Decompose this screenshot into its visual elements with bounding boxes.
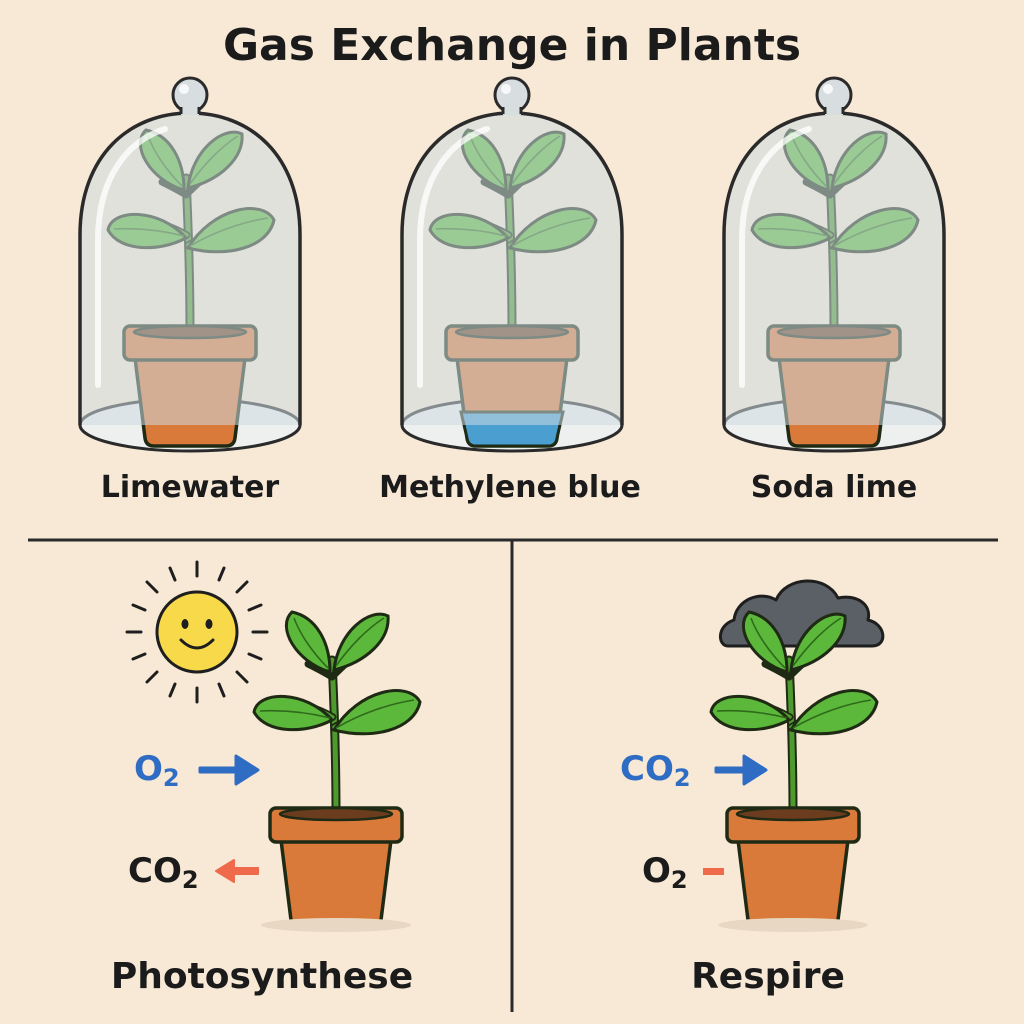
photosynthesis-gas-in-arrow — [198, 754, 260, 786]
respiration-gas-in-label: CO2 — [620, 749, 691, 792]
sun-icon — [125, 560, 269, 704]
bell-jar-icon — [402, 78, 622, 425]
potted-plant-icon — [254, 612, 420, 928]
photosynthesis-panel: O2 CO2 Photosynthese — [111, 560, 420, 997]
respiration-gas-out-dash — [703, 868, 724, 875]
setup-label-methylene-blue: Methylene blue — [379, 470, 641, 505]
photosynthesis-gas-in-label: O2 — [134, 749, 180, 792]
photosynthesis-label: Photosynthese — [111, 956, 413, 997]
bell-jar-icon — [80, 78, 300, 425]
bell-jar-icon — [724, 78, 944, 425]
bell-jar-setup-soda-lime — [724, 78, 944, 453]
ground-shadow — [261, 918, 411, 932]
respiration-gas-in-arrow — [714, 754, 768, 786]
bell-jar-setup-limewater — [80, 78, 300, 453]
respiration-panel: CO2 O2 Respire — [620, 579, 885, 997]
ground-shadow — [718, 918, 868, 932]
respiration-gas-out-label: O2 — [642, 851, 688, 894]
setup-label-soda-lime: Soda lime — [751, 470, 918, 505]
photosynthesis-gas-out-label: CO2 — [128, 851, 199, 894]
bell-jar-setup-methylene-blue — [402, 78, 622, 453]
respiration-label: Respire — [691, 956, 845, 997]
setup-label-limewater: Limewater — [101, 470, 280, 505]
photosynthesis-gas-out-arrow — [215, 859, 259, 883]
page-title: Gas Exchange in Plants — [223, 20, 801, 71]
